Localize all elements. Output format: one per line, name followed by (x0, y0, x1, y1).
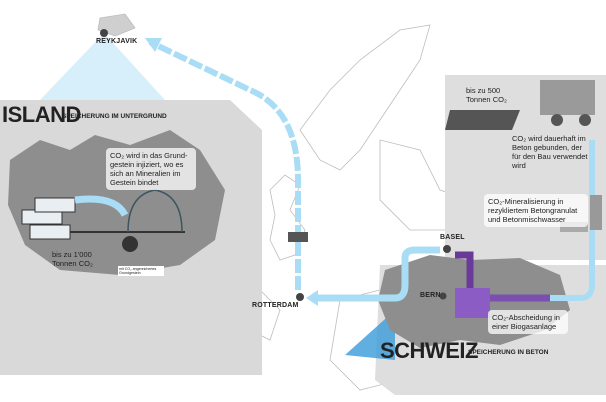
basel-dot (443, 245, 451, 253)
island-injection-note: CO₂ wird in das Grund­gestein injiziert,… (106, 148, 196, 190)
biogas-plant-icon (455, 288, 490, 318)
truck-route-plant (480, 140, 595, 301)
rock-icon (122, 236, 138, 252)
arrow-head-rotterdam (306, 290, 318, 306)
ship-route (148, 39, 301, 290)
mineral-note: CO₂-Mineralisierung in rezykliertem Beto… (484, 194, 588, 227)
concrete-mixer-truck-icon (540, 80, 595, 115)
island-title: ISLAND (2, 102, 81, 127)
concrete-note: CO₂ wird dauerhaft im Beton gebunden, de… (512, 134, 588, 170)
schweiz-amount: bis zu 500 Tonnen CO₂ (466, 86, 507, 104)
concrete-slab-icon (445, 110, 520, 130)
schweiz-cone (345, 310, 395, 360)
arrow-head-reykjavik (145, 38, 162, 52)
train-route (318, 246, 440, 302)
rock-label: mit CO₂ angereichertes Grundgestein (118, 266, 164, 277)
ship-icon (288, 232, 308, 242)
rotterdam-dot (296, 293, 304, 301)
bern-dot (439, 292, 447, 300)
granulate-icon (560, 222, 588, 232)
dome-icon (127, 189, 183, 233)
capture-note: CO₂-Abscheidung in einer Biogasanlage (488, 310, 568, 334)
basel-label: BASEL (440, 234, 465, 241)
schweiz-subtitle: Speicherung in Beton (468, 349, 549, 356)
co2-containers (21, 197, 76, 240)
rotterdam-label: ROTTERDAM (252, 302, 299, 309)
truck-route-basel (455, 251, 474, 300)
silo-icon (590, 195, 602, 230)
schweiz-title: SCHWEIZ (380, 338, 478, 363)
reykjavik-dot (100, 29, 108, 37)
island-amount: bis zu 1'000 Tonnen CO₂ (52, 250, 93, 268)
island-subtitle: Speicherung im Untergrund (62, 113, 167, 120)
reykjavik-label: REYKJAVIK (96, 38, 138, 45)
bern-label: BERN (420, 292, 441, 299)
reykjavik-cone (40, 33, 165, 100)
injection-arrow (74, 195, 129, 217)
